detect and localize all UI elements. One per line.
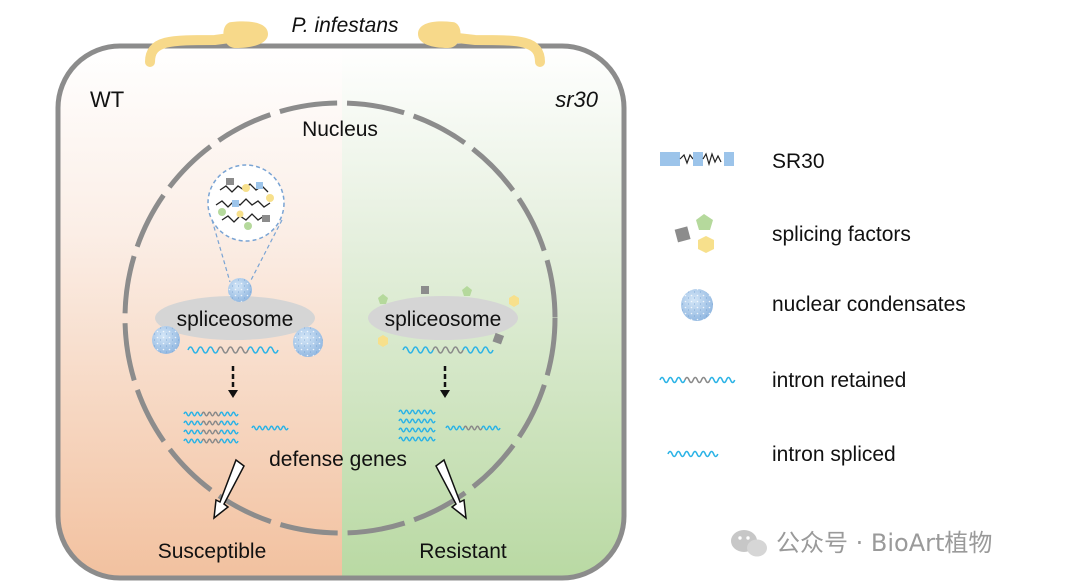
transcript-wave <box>398 409 418 415</box>
transcript-wave <box>398 436 418 442</box>
transcript-wave <box>269 425 289 431</box>
intron-spliced-icon <box>667 450 719 458</box>
legend-retained-label: intron retained <box>772 369 906 392</box>
legend-condensates-label: nuclear condensates <box>772 293 966 316</box>
legend-splicing-factors-label: splicing factors <box>772 223 911 246</box>
defense-genes-label: defense genes <box>269 448 407 471</box>
transcript-wave <box>183 429 203 435</box>
pathogen-label: P. infestans <box>291 14 399 37</box>
wt-pre-mrna <box>187 346 279 354</box>
wt-transcript-products <box>183 411 289 444</box>
sr30-spliceosome <box>368 286 519 347</box>
nuclear-envelope <box>122 100 558 536</box>
sr30-pre-mrna <box>402 346 494 354</box>
sr30-protein-icon <box>660 152 734 167</box>
transcript-wave <box>402 346 434 354</box>
transcript-wave <box>709 376 736 384</box>
wt-spliceosome-label: spliceosome <box>177 308 294 331</box>
transcript-wave <box>659 376 686 384</box>
transcript-wave <box>398 427 418 433</box>
cell-wall <box>55 43 627 581</box>
transcript-wave <box>219 438 239 444</box>
transcript-wave <box>667 450 694 458</box>
legend: SR30 splicing factors nuclear condensate… <box>659 150 966 466</box>
sr30-spliceosome-label: spliceosome <box>385 308 502 331</box>
nucleus-label: Nucleus <box>302 118 378 141</box>
transcript-wave <box>247 346 279 354</box>
wt-outcome-arrow <box>213 458 245 520</box>
transcript-wave <box>463 425 483 431</box>
transcript-wave <box>416 427 436 433</box>
transcript-wave <box>201 438 221 444</box>
outcome-susceptible: Susceptible <box>158 540 267 563</box>
wechat-watermark <box>731 530 767 557</box>
transcript-wave <box>416 409 436 415</box>
transcript-wave <box>219 429 239 435</box>
transcript-wave <box>481 425 501 431</box>
wt-process-arrow <box>228 366 238 398</box>
pathogen-hyphae <box>145 21 545 67</box>
transcript-wave <box>251 425 271 431</box>
sr30-outcome-arrow <box>435 458 467 520</box>
condensate-zoom <box>207 164 285 283</box>
transcript-wave <box>201 420 221 426</box>
transcript-wave <box>445 425 465 431</box>
intron-retained-icon <box>659 376 736 384</box>
transcript-wave <box>684 376 711 384</box>
transcript-wave <box>416 418 436 424</box>
transcript-wave <box>201 411 221 417</box>
transcript-wave <box>416 436 436 442</box>
splicing-factors-icon <box>674 214 714 253</box>
transcript-wave <box>183 411 203 417</box>
sr30-transcript-products <box>398 409 501 442</box>
sr30-label: sr30 <box>555 87 599 112</box>
transcript-wave <box>201 429 221 435</box>
transcript-wave <box>432 346 464 354</box>
transcript-wave <box>187 346 219 354</box>
wt-spliceosome <box>152 278 323 357</box>
transcript-wave <box>219 411 239 417</box>
transcript-wave <box>219 420 239 426</box>
transcript-wave <box>217 346 249 354</box>
legend-sr30-label: SR30 <box>772 150 825 173</box>
outcome-resistant: Resistant <box>419 540 507 563</box>
legend-spliced-label: intron spliced <box>772 443 896 466</box>
transcript-wave <box>398 418 418 424</box>
sr30-process-arrow <box>440 366 450 398</box>
nuclear-condensate-icon <box>681 289 713 321</box>
watermark-text: 公众号 · BioArt植物 <box>776 529 992 557</box>
transcript-wave <box>183 438 203 444</box>
transcript-wave <box>183 420 203 426</box>
transcript-wave <box>692 450 719 458</box>
wt-label: WT <box>90 87 124 112</box>
transcript-wave <box>462 346 494 354</box>
